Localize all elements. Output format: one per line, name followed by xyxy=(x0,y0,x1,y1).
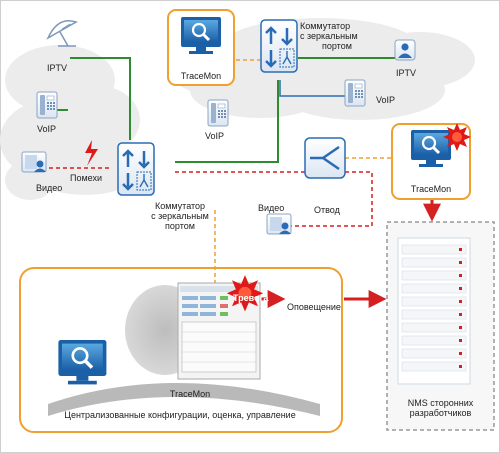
interference-label: Помехи xyxy=(70,173,102,183)
satellite-dish-icon xyxy=(46,20,78,47)
tracemon-bottom-label: TraceMon xyxy=(169,389,211,399)
nms-label-1: NMS сторонних xyxy=(407,398,474,408)
tracemon-right-label: TraceMon xyxy=(410,184,452,194)
central-management-label: Централизованные конфигурации, оценка, у… xyxy=(64,410,296,420)
person-icon xyxy=(394,39,416,61)
desk-surface xyxy=(48,383,320,416)
notification-label: Оповещение xyxy=(287,302,341,312)
blue-link xyxy=(279,80,345,97)
voip-left-label: VoIP xyxy=(37,124,57,134)
phone-icon xyxy=(207,99,229,127)
switch-top-label-3: портом xyxy=(322,41,352,51)
lightning-icon xyxy=(85,140,98,166)
video-left-label: Видео xyxy=(36,183,63,193)
switch-mid-label-1: Коммутатор xyxy=(154,201,206,211)
red-dashed-links xyxy=(42,167,373,227)
tracemon-top-label: TraceMon xyxy=(180,71,222,81)
switch-icon xyxy=(116,141,156,197)
tap-splitter-icon xyxy=(304,137,346,179)
video-user-icon xyxy=(266,213,292,235)
switch-mid-label-3: портом xyxy=(165,221,195,231)
server-rack-icon xyxy=(397,237,471,385)
switch-icon xyxy=(259,18,299,74)
nms-label-2: разработчиков xyxy=(409,408,472,418)
network-cloud-left xyxy=(0,45,145,200)
iptv-right-label: IPTV xyxy=(396,68,417,78)
phone-icon xyxy=(344,79,366,107)
tap-label: Отвод xyxy=(314,205,340,215)
alarm-label: Тревога xyxy=(233,293,269,303)
switch-top-label-2: с зеркальным xyxy=(300,31,358,41)
alarm-burst-icon xyxy=(443,123,471,151)
iptv-left-label: IPTV xyxy=(47,63,68,73)
video-mid-label: Видео xyxy=(258,203,285,213)
voip-right-label: VoIP xyxy=(376,95,396,105)
voip-mid-label: VoIP xyxy=(205,131,225,141)
switch-top-label-1: Коммутатор xyxy=(300,21,351,31)
phone-icon xyxy=(36,91,58,119)
video-user-icon xyxy=(21,151,47,173)
switch-mid-label-2: с зеркальным xyxy=(151,211,209,221)
